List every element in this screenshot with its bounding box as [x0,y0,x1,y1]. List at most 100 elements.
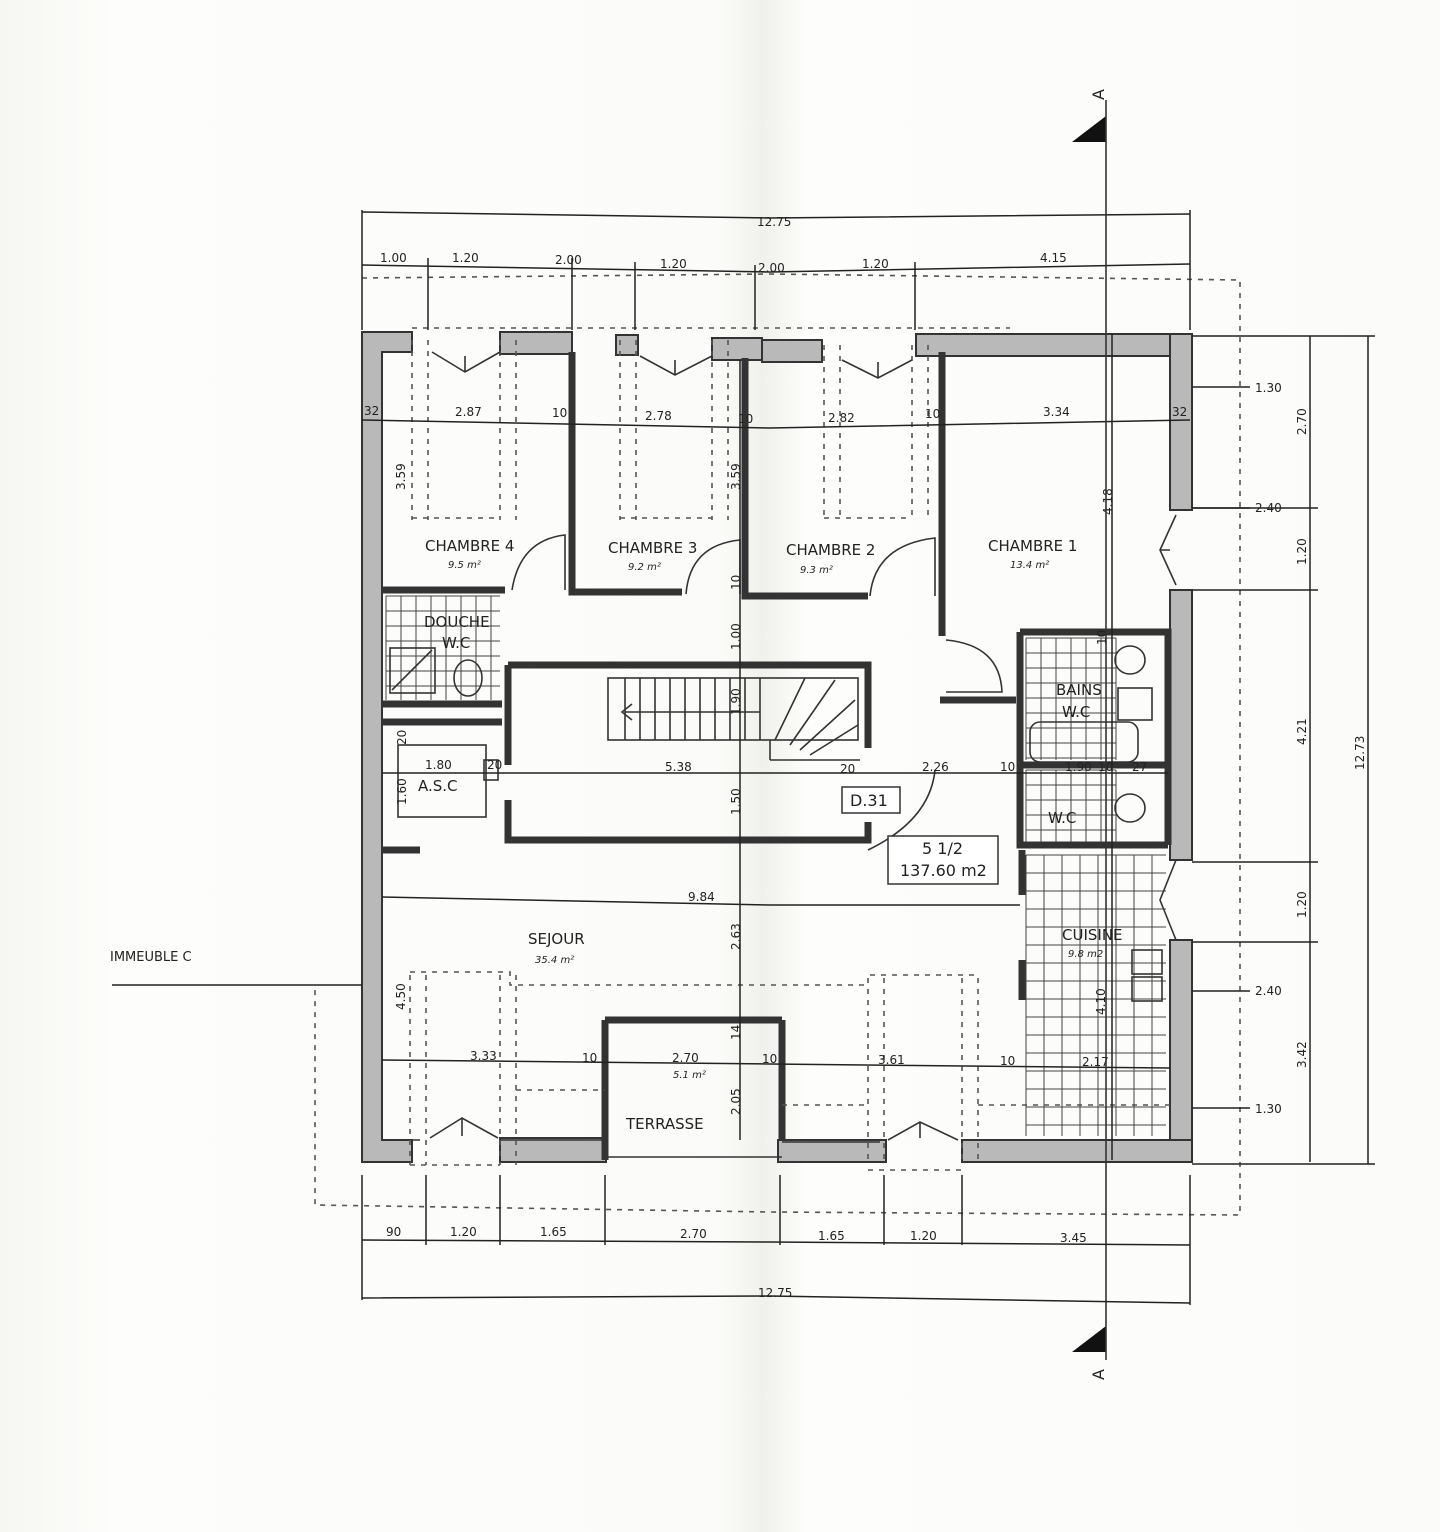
room-douche: DOUCHE [424,613,490,631]
section-arrow-icon [1072,1326,1106,1352]
dim-inner: 3.33 [470,1049,497,1063]
door-swings [429,351,1177,1141]
room-area: 13.4 m² [1010,560,1049,571]
dim-inner: 10 [738,412,753,426]
dim-top-total: 12.75 [757,215,791,229]
window-frames [409,340,1170,1171]
room-chambre-3: CHAMBRE 3 [608,539,697,557]
dim-right: 4.21 [1295,718,1309,745]
room-wc: W.C [1048,809,1076,827]
dim-vertical: 2.05 [729,1088,743,1115]
room-area: 9.3 m² [800,565,833,576]
room-douche-wc: W.C [442,634,470,652]
bottom-dimensions: 90 1.20 1.65 2.70 1.65 1.20 3.45 12.75 [361,1175,1191,1305]
building-label: IMMEUBLE C [110,950,192,965]
floor-tile-grid [1025,769,1117,842]
dim-inner: 3.61 [878,1053,905,1067]
dim-right-total: 12.73 [1353,736,1367,770]
dim-top: 1.20 [452,251,479,265]
apartment-code: D.31 [850,791,888,810]
dim-bottom: 1.20 [910,1229,937,1243]
dim-right-mark: 1.30 [1255,381,1282,395]
dim-bottom: 3.45 [1060,1231,1087,1245]
dim-inner: 20 [487,758,502,772]
apartment-code-box [841,786,901,814]
dim-top: 2.00 [555,253,582,267]
room-labels: CHAMBRE 4 9.5 m² CHAMBRE 3 9.2 m² CHAMBR… [418,537,1123,1133]
dim-top: 1.20 [862,257,889,271]
room-area: 5.1 m² [673,1070,706,1081]
dim-top: 1.00 [380,251,407,265]
dim-vertical: 14 [729,1025,743,1040]
dim-inner: 2.78 [645,409,672,423]
apartment-area: 137.60 m2 [900,861,987,880]
dim-bottom: 1.65 [818,1229,845,1243]
dim-bottom: 90 [386,1225,401,1239]
room-area: 9.5 m² [448,560,481,571]
dim-inner: 2.87 [455,405,482,419]
dim-vertical: 3.59 [729,463,743,490]
dim-inner: 10 [552,406,567,420]
dim-vertical: 1.90 [729,688,743,715]
dim-vertical: 10 [729,575,743,590]
room-area: 9.2 m² [628,562,661,573]
room-area: 35.4 m² [535,955,574,966]
room-chambre-4: CHAMBRE 4 [425,537,514,555]
dim-inner: 20 [840,762,855,776]
room-terrasse: TERRASSE [625,1115,704,1133]
dim-bottom: 1.20 [450,1225,477,1239]
roof-outline [314,273,1241,1216]
dim-inner: 1.80 [425,758,452,772]
top-dimensions: 12.75 1.00 1.20 2.00 1.20 2.00 1.20 4.15 [361,210,1191,330]
dim-inner: 3.34 [1043,405,1070,419]
dim-vertical: 2.63 [729,923,743,950]
dim-inner: 27 [1132,760,1147,774]
dim-inner: 2.17 [1082,1055,1109,1069]
dim-top: 4.15 [1040,251,1067,265]
dim-right: 2.70 [1295,408,1309,435]
section-label-top: A [1089,89,1108,100]
floor-tile-grid [1025,637,1117,760]
dim-vertical: 3.59 [394,463,408,490]
dim-inner: 32 [1172,405,1187,419]
dim-inner: 10 [1000,1054,1015,1068]
apartment-type: 5 1/2 [922,839,963,858]
dim-inner: 9.84 [688,890,715,904]
room-asc: A.S.C [418,777,458,795]
dim-inner: 10 [1000,760,1015,774]
room-chambre-1: CHAMBRE 1 [988,537,1077,555]
sanitary-fixtures [389,645,1163,1002]
staircase [607,677,860,761]
section-arrow-icon [1072,116,1106,142]
dim-bottom: 2.70 [680,1227,707,1241]
dim-right-mark: 2.40 [1255,984,1282,998]
dim-bottom: 1.65 [540,1225,567,1239]
dim-vertical: 1.00 [729,623,743,650]
dim-vertical: 10 [1095,630,1109,645]
room-cuisine: CUISINE [1062,926,1123,944]
dim-inner: 10 [762,1052,777,1066]
dim-right: 3.42 [1295,1041,1309,1068]
room-chambre-2: CHAMBRE 2 [786,541,875,559]
room-bains: BAINS [1056,681,1102,699]
dim-inner: 1.90 [1065,760,1092,774]
dim-inner: 2.82 [828,411,855,425]
dim-vertical: 4.10 [1094,988,1108,1015]
dim-vertical: 1.50 [729,788,743,815]
dim-vertical: 4.18 [1101,488,1115,515]
dim-right: 1.20 [1295,538,1309,565]
dim-inner: 32 [364,404,379,418]
section-label-bottom: A [1089,1369,1108,1380]
dim-inner: 2.26 [922,760,949,774]
dim-top: 2.00 [758,261,785,275]
room-area: 9.8 m2 [1068,949,1103,960]
dim-top: 1.20 [660,257,687,271]
dim-inner: 5.38 [665,760,692,774]
inner-roof-outline [410,327,1010,986]
room-bains-wc: W.C [1062,703,1090,721]
dim-inner: 10 [582,1051,597,1065]
dim-right-mark: 2.40 [1255,501,1282,515]
dim-right-mark: 1.30 [1255,1102,1282,1116]
